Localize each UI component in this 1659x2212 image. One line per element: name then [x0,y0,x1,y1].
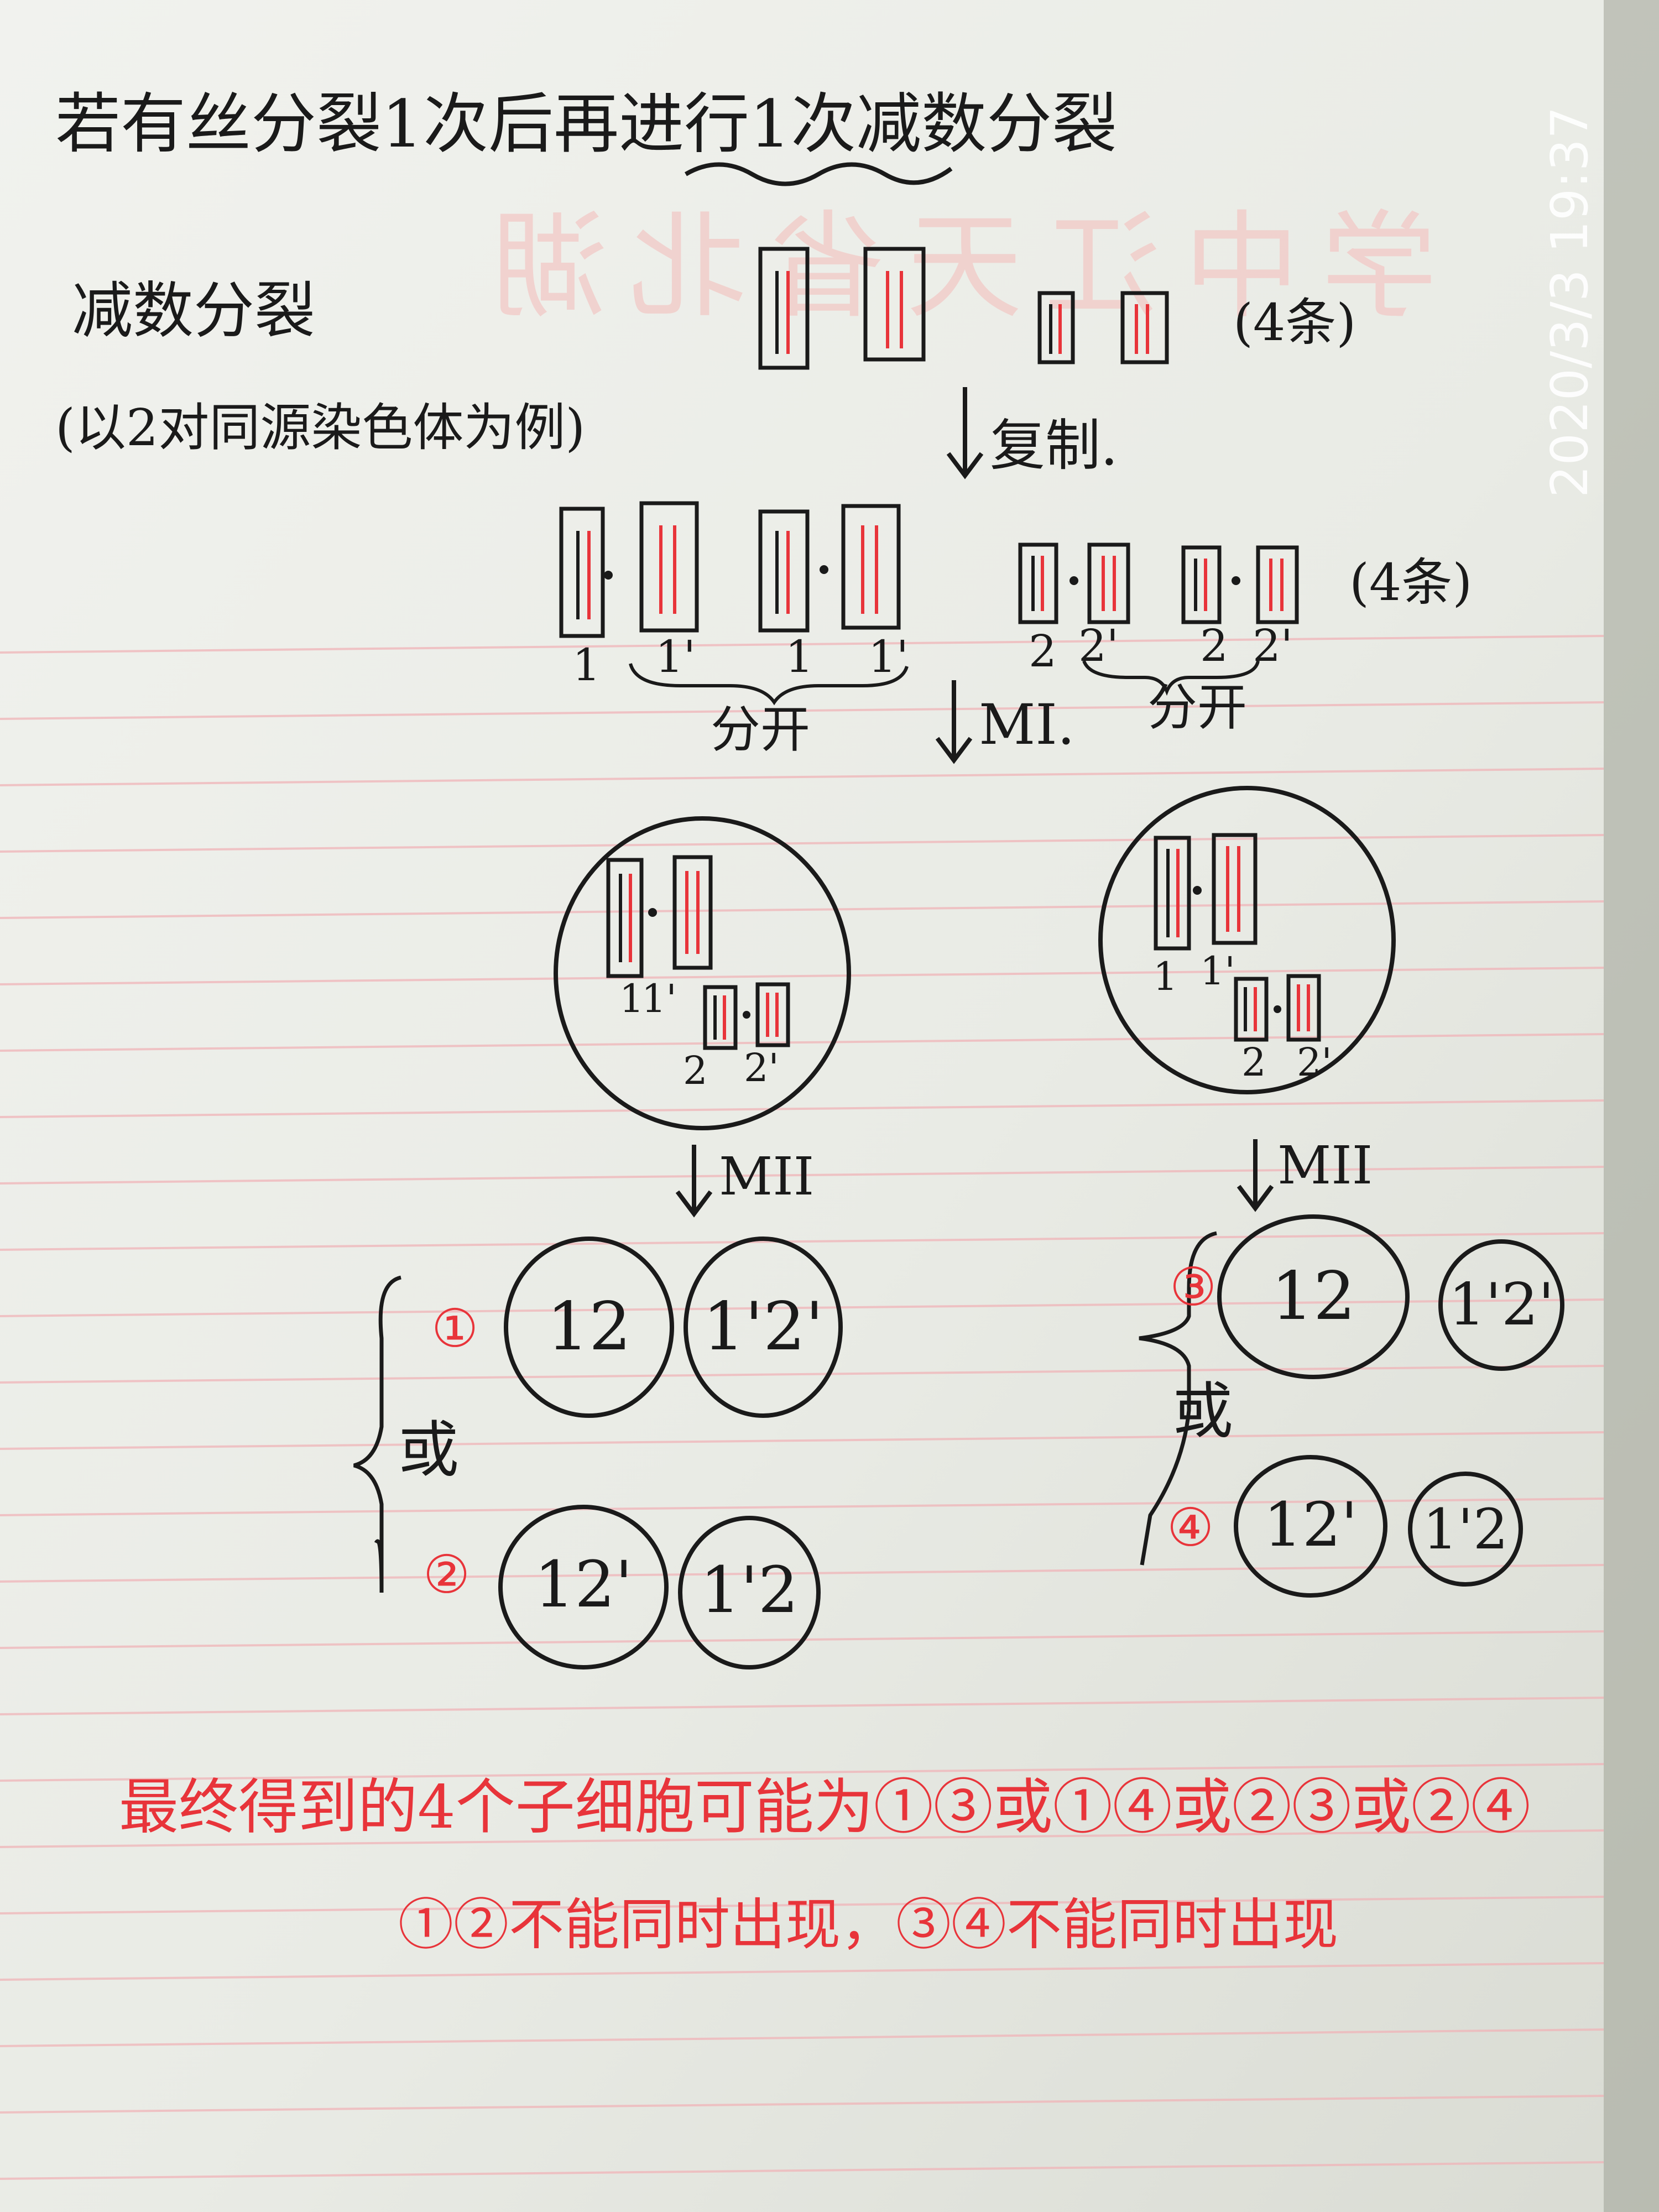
separate-brace-left [629,663,909,706]
chromosome-1prime-original [863,247,926,362]
outcome-3-cell-b [1438,1239,1564,1371]
ruled-lines [0,635,1604,2180]
replicated-chromosomes-pair2 [1018,542,1299,624]
m1-right-label-1: 1 [1153,954,1178,999]
outcome-1-marker: ① [431,1298,478,1359]
outcome-2-cell-a [498,1505,669,1670]
chromosome-2prime-original [1120,291,1169,364]
photo-timestamp: 2020/3/3 19:37 [1540,106,1599,498]
m1-right-label-2prime: 2' [1297,1040,1332,1085]
m1-cell-right [1098,786,1396,1094]
constraint-text: ①②不能同时出现，③④不能同时出现 [398,1892,1338,1957]
outcome-brace-left [353,1275,401,1593]
label-1-a: 1 [572,639,601,691]
example-note: (以2对同源染色体为例) [55,398,585,457]
outcome-1-cell-a-text: 12 [547,1288,632,1365]
or-label-right: 或 [1172,1376,1233,1447]
outcome-4-cell-b [1408,1472,1523,1587]
outcome-4-marker: ④ [1167,1498,1214,1558]
outcome-2-marker: ② [423,1545,470,1605]
watermark-bleedthrough: 学中江天省北湖 [470,199,1438,335]
outcome-4: ④ 12' 1'2 [1167,1455,1523,1598]
outcome-3-cell-a-text: 12 [1271,1258,1356,1335]
outcome-2-cell-a-text: 12' [534,1548,633,1622]
label-1prime-a: 1' [655,631,696,682]
paper-right-edge-shadow [1604,0,1659,2212]
watermark-text: 学中江天省北湖 [470,199,1438,335]
outcome-2-cell-b [678,1516,821,1670]
outcome-3-marker: ③ [1170,1257,1217,1318]
outcome-2-cell-b-text: 1'2 [700,1553,799,1627]
m1-right-label-2: 2 [1241,1040,1266,1085]
outcome-3-cell-b-text: 1'2' [1448,1271,1554,1338]
label-1-b: 1 [785,631,813,682]
separate-label-right: 分开 [1147,679,1247,737]
outcome-4-cell-a [1234,1455,1387,1598]
replication-label: 复制. [990,413,1118,478]
outcome-2: ② 12' 1'2 [423,1505,821,1670]
m1-left-label-2: 2 [683,1048,708,1093]
count-note-top: (4条) [1233,293,1356,352]
m1-right-label-1prime: 1' [1200,948,1235,994]
m1-arrow [935,680,973,764]
chromosome-1-original [758,247,810,370]
replication-arrow [946,387,984,479]
outcome-3-cell-a [1217,1214,1410,1379]
m2-arrow-left [675,1145,713,1218]
label-2-b: 2 [1200,620,1228,671]
replicated-chromosomes-pair1 [559,501,901,638]
m2-arrow-right [1237,1139,1274,1212]
outcome-1-cell-a [504,1237,674,1418]
m2-label-right: MII [1277,1135,1373,1196]
outcome-1-cell-b-text: 1'2' [703,1288,824,1365]
m1-left-label-1prime: 1' [641,976,677,1021]
outcome-brace-right [1139,1231,1217,1566]
outcome-1: ① 12 1'2' [431,1237,843,1418]
m1-label: MI. [979,692,1075,757]
count-note-mid: (4条) [1349,553,1472,612]
page-title: 若有丝分裂1次后再进行1次减数分裂 [55,86,1117,162]
m1-left-label-1: 1 [619,976,644,1021]
outcome-3: ③ 12 1'2' [1170,1214,1564,1379]
separate-brace-right [1082,660,1260,696]
outcome-1-cell-b [684,1237,843,1418]
title-wavy-underline [684,162,953,186]
m1-left-label-2prime: 2' [744,1045,779,1091]
m2-label-left: MII [719,1146,814,1207]
m1-cell-left [554,816,851,1130]
outcome-4-cell-b-text: 1'2 [1423,1497,1509,1562]
outcome-4-cell-a-text: 12' [1264,1489,1358,1560]
label-2-a: 2 [1029,625,1057,677]
meiosis-label: 减数分裂 [72,275,315,346]
chromosome-2-original [1037,291,1075,364]
separate-label-left: 分开 [711,701,810,759]
or-label-left: 或 [398,1415,459,1485]
conclusion-text: 最终得到的4个子细胞可能为①③或①④或②③或②④ [119,1773,1531,1842]
